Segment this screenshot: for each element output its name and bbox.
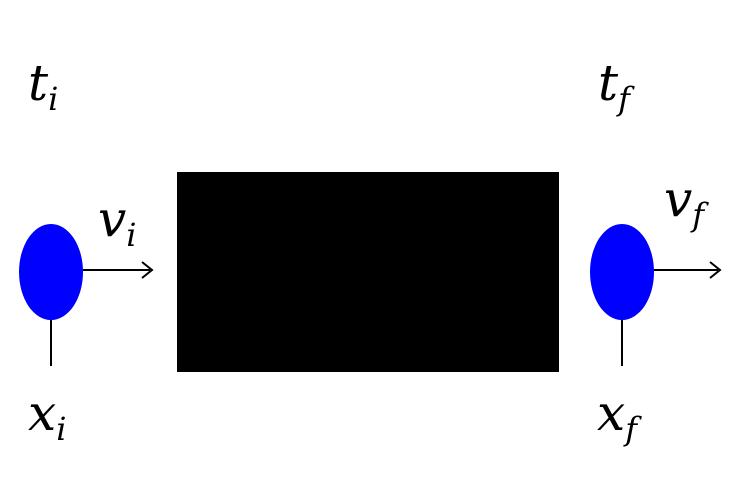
interaction-box <box>177 172 559 372</box>
final-velocity-arrowhead <box>709 261 722 279</box>
initial-velocity-subscript: i <box>126 216 136 254</box>
final-position-symbol: x <box>597 384 625 442</box>
initial-velocity-label: vi <box>98 190 136 254</box>
final-time-label: tf <box>598 54 635 118</box>
initial-time-symbol: t <box>28 54 49 112</box>
final-velocity-symbol: v <box>664 170 692 228</box>
initial-time-label: ti <box>28 54 58 118</box>
initial-particle <box>19 224 83 320</box>
final-particle <box>590 224 654 320</box>
initial-velocity-symbol: v <box>98 190 126 248</box>
final-position-label: xf <box>597 384 642 448</box>
initial-position-symbol: x <box>28 384 56 442</box>
final-position-subscript: f <box>623 410 642 448</box>
initial-velocity-arrowhead <box>141 261 154 279</box>
final-time-symbol: t <box>598 54 619 112</box>
initial-position-label: xi <box>28 384 66 448</box>
initial-time-subscript: i <box>48 80 58 118</box>
final-velocity-label: vf <box>664 170 709 234</box>
final-velocity-subscript: f <box>690 196 709 234</box>
final-time-subscript: f <box>616 80 635 118</box>
initial-position-subscript: i <box>56 410 66 448</box>
